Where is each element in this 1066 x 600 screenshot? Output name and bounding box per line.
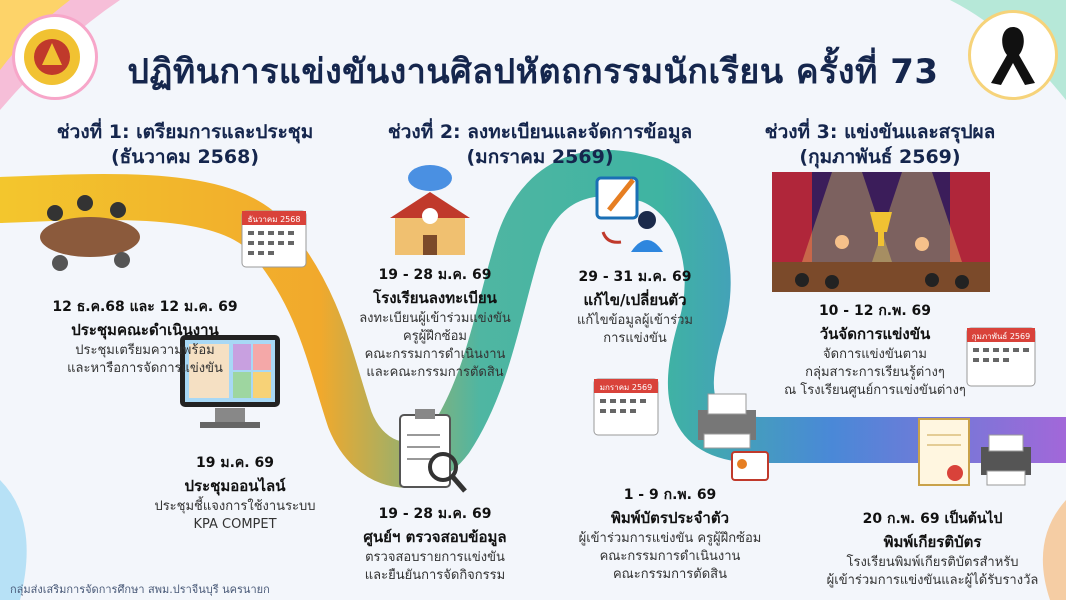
event-5: 29 - 31 ม.ค. 69 แก้ไข/เปลี่ยนตัว แก้ไขข้… (540, 266, 730, 348)
event-7-date: 10 - 12 ก.พ. 69 (818, 303, 932, 319)
event-7-title: วันจัดการแข่งขัน (819, 325, 931, 343)
calendar-jan-label: มกราคม 2569 (600, 383, 652, 392)
online-meeting-monitor-icon (180, 335, 280, 428)
phase-2-sub: (มกราคม 2569) (466, 146, 614, 168)
event-3-desc-1: ลงทะเบียนผู้เข้าร่วมแข่งขัน (359, 311, 511, 326)
mourning-ribbon (968, 10, 1058, 100)
clipboard-magnifier-icon (399, 409, 467, 493)
event-8-desc-1: โรงเรียนพิมพ์เกียรติบัตรสำหรับ (846, 555, 1019, 570)
event-8-desc-2: ผู้เข้าร่วมการแข่งขันและผู้ได้รับรางวัล (826, 573, 1039, 588)
event-3-desc-4: และคณะกรรมการตัดสิน (366, 365, 504, 380)
event-2-desc-2: KPA COMPET (193, 517, 277, 532)
event-7: 10 - 12 ก.พ. 69 วันจัดการแข่งขัน จัดการแ… (750, 300, 1000, 400)
event-1: 12 ธ.ค.68 และ 12 ม.ค. 69 ประชุมคณะดำเนิน… (0, 296, 290, 378)
logo-emblem (12, 14, 98, 100)
phase-2-label: ช่วงที่ 2: ลงทะเบียนและจัดการข้อมูล (387, 121, 693, 143)
event-5-desc-1: แก้ไขข้อมูลผู้เข้าร่วม (576, 313, 693, 328)
certificate-printer-icon (918, 418, 1031, 486)
phase-2-header: ช่วงที่ 2: ลงทะเบียนและจัดการข้อมูล (มกร… (380, 120, 700, 170)
event-8: 20 ก.พ. 69 เป็นต้นไป พิมพ์เกียรติบัตร โร… (805, 508, 1060, 590)
edit-user-icon (595, 176, 663, 252)
event-2-desc-1: ประชุมชี้แจงการใช้งานระบบ (154, 499, 316, 514)
event-6-title: พิมพ์บัตรประจำตัว (611, 509, 729, 527)
phase-3-header: ช่วงที่ 3: แข่งขันและสรุปผล (กุมภาพันธ์ … (735, 120, 1025, 170)
meeting-table-icon (40, 195, 140, 271)
calendar-jan-icon: มกราคม 2569 (593, 378, 659, 436)
event-3: 19 - 28 ม.ค. 69 โรงเรียนลงทะเบียน ลงทะเบ… (335, 264, 535, 382)
event-6-date: 1 - 9 ก.พ. 69 (623, 487, 717, 503)
event-4-desc-2: และยืนยันการจัดกิจกรรม (364, 568, 506, 583)
event-3-desc-3: คณะกรรมการดำเนินงาน (364, 347, 506, 362)
event-1-title: ประชุมคณะดำเนินงาน (71, 321, 219, 339)
phase-1-header: ช่วงที่ 1: เตรียมการและประชุม (ธันวาคม 2… (40, 120, 330, 170)
event-6-desc-1: ผู้เข้าร่วมการแข่งขัน ครูผู้ฝึกซ้อม (578, 531, 762, 546)
event-5-title: แก้ไข/เปลี่ยนตัว (583, 291, 687, 309)
calendar-dec-icon: ธันวาคม 2568 (241, 210, 307, 268)
black-ribbon-icon (991, 27, 1035, 85)
calendar-dec-label: ธันวาคม 2568 (248, 215, 301, 224)
footer-credit: กลุ่มส่งเสริมการจัดการศึกษา สพม.ปราจีนบุ… (10, 583, 270, 596)
phase-1-label: ช่วงที่ 1: เตรียมการและประชุม (56, 121, 314, 143)
event-6: 1 - 9 ก.พ. 69 พิมพ์บัตรประจำตัว ผู้เข้าร… (555, 484, 785, 584)
event-7-desc-1: จัดการแข่งขันตาม (823, 347, 927, 362)
school-cloud-icon (390, 165, 470, 255)
event-5-date: 29 - 31 ม.ค. 69 (578, 269, 692, 285)
event-4: 19 - 28 ม.ค. 69 ศูนย์ฯ ตรวจสอบข้อมูล ตรว… (335, 503, 535, 585)
event-5-desc-2: การแข่งขัน (603, 331, 667, 346)
event-4-title: ศูนย์ฯ ตรวจสอบข้อมูล (363, 528, 507, 546)
page-title: ปฏิทินการแข่งขันงานศิลปหัตถกรรมนักเรียน … (127, 52, 939, 92)
calendar-feb-icon: กุมภาพันธ์ 2569 (966, 327, 1036, 387)
event-3-date: 19 - 28 ม.ค. 69 (378, 267, 492, 283)
competition-stage-image (772, 172, 990, 292)
event-8-date: 20 ก.พ. 69 เป็นต้นไป (862, 511, 1003, 527)
event-3-desc-2: ครูผู้ฝึกซ้อม (403, 329, 467, 344)
event-2: 19 ม.ค. 69 ประชุมออนไลน์ ประชุมชี้แจงการ… (135, 452, 335, 534)
event-1-desc-2: และหารือการจัดการแข่งขัน (67, 361, 223, 376)
event-2-title: ประชุมออนไลน์ (184, 477, 286, 495)
phase-3-sub: (กุมภาพันธ์ 2569) (799, 146, 961, 168)
event-4-date: 19 - 28 ม.ค. 69 (378, 506, 492, 522)
calendar-feb-label: กุมภาพันธ์ 2569 (972, 331, 1030, 341)
phase-1-sub: (ธันวาคม 2568) (110, 146, 260, 168)
event-6-desc-2: คณะกรรมการดำเนินงาน (599, 549, 741, 564)
phase-3-label: ช่วงที่ 3: แข่งขันและสรุปผล (764, 121, 996, 143)
event-6-desc-3: คณะกรรมการตัดสิน (612, 567, 727, 582)
event-7-desc-2: กลุ่มสาระการเรียนรู้ต่างๆ (805, 365, 945, 380)
event-7-desc-3: ณ โรงเรียนศูนย์การแข่งขันต่างๆ (784, 383, 966, 398)
event-3-title: โรงเรียนลงทะเบียน (373, 289, 497, 307)
event-8-title: พิมพ์เกียรติบัตร (883, 533, 982, 551)
emblem-icon (24, 29, 80, 85)
event-1-date: 12 ธ.ค.68 และ 12 ม.ค. 69 (52, 299, 238, 315)
event-4-desc-1: ตรวจสอบรายการแข่งขัน (365, 550, 505, 565)
event-2-date: 19 ม.ค. 69 (196, 455, 274, 471)
printer-idcard-icon (698, 393, 769, 481)
event-1-desc-1: ประชุมเตรียมความพร้อม (75, 343, 215, 358)
